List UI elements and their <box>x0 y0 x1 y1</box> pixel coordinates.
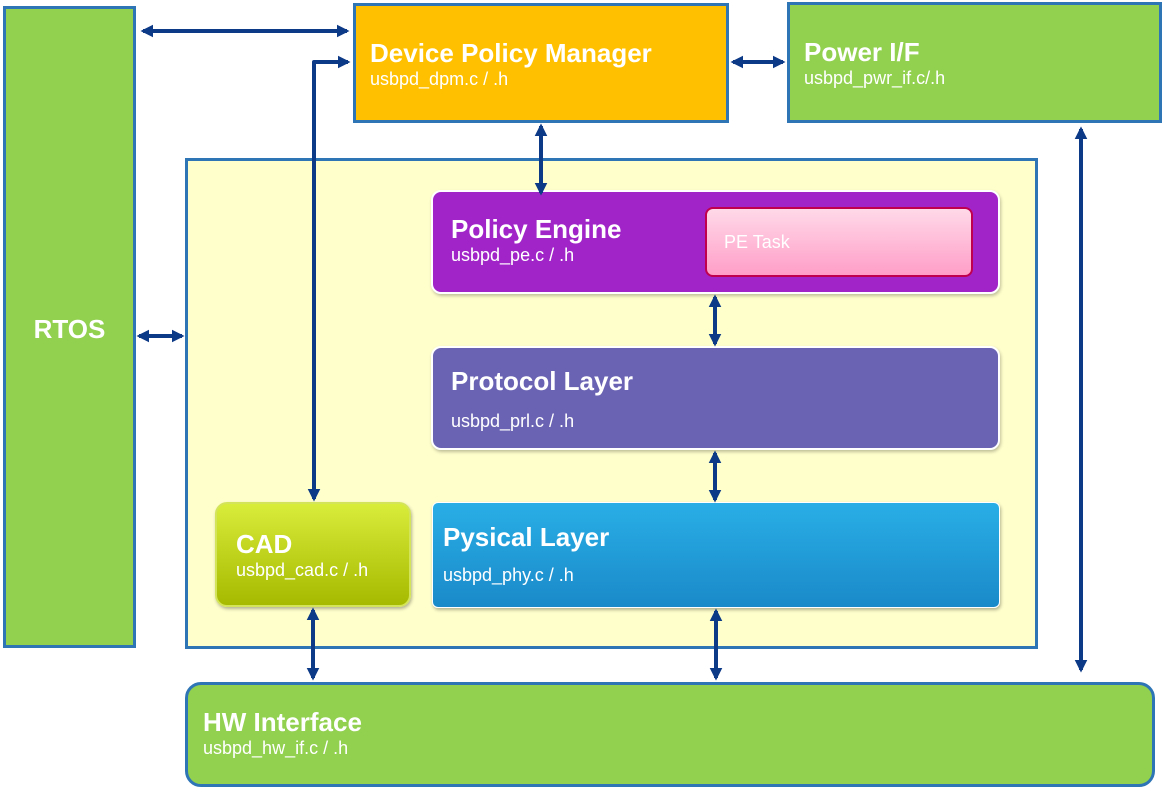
dpm-title: Device Policy Manager <box>370 38 652 68</box>
power-if-block: Power I/F usbpd_pwr_if.c/.h <box>787 2 1162 123</box>
hw-interface-file: usbpd_hw_if.c / .h <box>203 738 349 758</box>
protocol-layer-file: usbpd_prl.c / .h <box>451 411 575 431</box>
protocol-layer-block: Protocol Layer usbpd_prl.c / .h <box>431 346 1000 450</box>
pe-task-block: PE Task <box>705 207 973 277</box>
cad-title: CAD <box>236 529 293 559</box>
policy-engine-file: usbpd_pe.c / .h <box>451 245 575 265</box>
cad-block: CAD usbpd_cad.c / .h <box>215 502 411 607</box>
dpm-file: usbpd_dpm.c / .h <box>370 69 509 89</box>
rtos-block: RTOS <box>3 6 136 648</box>
physical-layer-block: Pysical Layer usbpd_phy.c / .h <box>432 502 1000 608</box>
rtos-title: RTOS <box>33 314 106 344</box>
power-if-file: usbpd_pwr_if.c/.h <box>804 68 946 88</box>
policy-engine-title: Policy Engine <box>451 214 622 244</box>
pe-task-label: PE Task <box>724 232 790 252</box>
protocol-layer-title: Protocol Layer <box>451 366 634 396</box>
power-if-title: Power I/F <box>804 37 920 67</box>
physical-layer-file: usbpd_phy.c / .h <box>443 565 574 585</box>
arrow-dpm-cad <box>307 55 351 502</box>
hw-interface-title: HW Interface <box>203 707 362 737</box>
device-policy-manager-block: Device Policy Manager usbpd_dpm.c / .h <box>353 3 729 123</box>
cad-file: usbpd_cad.c / .h <box>236 560 369 580</box>
physical-layer-title: Pysical Layer <box>443 522 610 552</box>
hw-interface-block: HW Interface usbpd_hw_if.c / .h <box>185 682 1155 787</box>
